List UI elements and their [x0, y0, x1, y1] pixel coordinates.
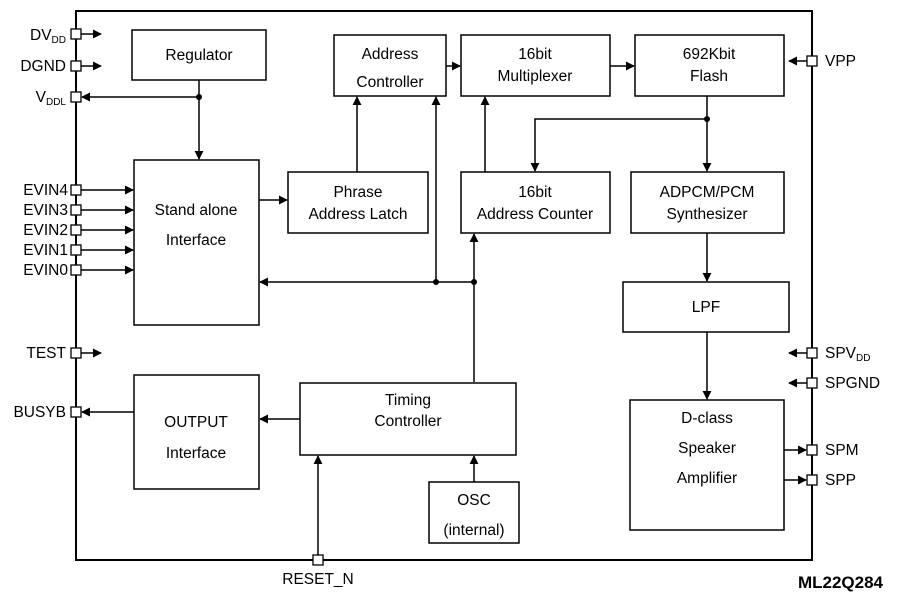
svg-text:Interface: Interface	[166, 232, 226, 249]
lpf-block: LPF	[622, 281, 790, 333]
pin-pads	[70, 28, 818, 566]
svg-text:Amplifier: Amplifier	[677, 470, 737, 487]
pin-evin2-label: EVIN2	[23, 222, 68, 239]
svg-text:Timing: Timing	[385, 392, 431, 409]
pin-evin0-label: EVIN0	[23, 262, 68, 279]
regulator-block: Regulator	[131, 29, 267, 81]
pin-spm-label: SPM	[825, 442, 859, 459]
svg-text:OSC: OSC	[457, 492, 491, 509]
output-interface-block: OUTPUT Interface	[133, 374, 260, 490]
part-number: ML22Q284	[798, 573, 884, 592]
osc-block: OSC (internal)	[428, 481, 520, 544]
standalone-interface-block: Stand alone Interface	[133, 159, 260, 326]
pin-busyb-label: BUSYB	[13, 404, 66, 421]
pin-evin3-label: EVIN3	[23, 202, 68, 219]
pin-spgnd-label: SPGND	[825, 375, 880, 392]
svg-text:692Kbit: 692Kbit	[683, 46, 736, 63]
pin-reset-n-label: RESET_N	[282, 571, 354, 588]
timing-controller-block: Timing Controller	[299, 382, 517, 456]
chip-boundary	[75, 10, 813, 561]
svg-text:OUTPUT: OUTPUT	[164, 414, 228, 431]
phrase-address-latch-block: Phrase Address Latch	[287, 171, 429, 234]
svg-text:Flash: Flash	[690, 68, 728, 85]
pin-spvdd-label: SPVDD	[825, 345, 870, 364]
svg-text:Controller: Controller	[374, 413, 441, 430]
pin-vddl-label: VDDL	[36, 89, 67, 108]
synthesizer-block: ADPCM/PCM Synthesizer	[630, 171, 785, 234]
svg-text:Synthesizer: Synthesizer	[667, 206, 748, 223]
external-arrows	[81, 29, 807, 388]
flash-block: 692Kbit Flash	[634, 34, 785, 97]
pin-spp-label: SPP	[825, 472, 856, 489]
svg-text:16bit: 16bit	[518, 46, 552, 63]
svg-text:Phrase: Phrase	[333, 184, 382, 201]
svg-text:LPF: LPF	[692, 299, 720, 316]
svg-text:(internal): (internal)	[443, 522, 504, 539]
pin-test-label: TEST	[26, 345, 66, 362]
address-controller-block: Address Controller	[333, 34, 447, 97]
pin-vpp-label: VPP	[825, 53, 856, 70]
svg-text:Interface: Interface	[166, 445, 226, 462]
svg-text:16bit: 16bit	[518, 184, 552, 201]
pin-labels: DVDD DGND VDDL EVIN4 EVIN3 EVIN2 EVIN1 E…	[13, 27, 880, 588]
address-counter-block: 16bit Address Counter	[460, 171, 611, 234]
pin-dgnd-label: DGND	[20, 58, 66, 75]
amplifier-block: D-class Speaker Amplifier	[629, 399, 785, 531]
svg-text:Multiplexer: Multiplexer	[498, 68, 573, 85]
multiplexer-block: 16bit Multiplexer	[460, 34, 611, 97]
svg-text:Address Latch: Address Latch	[308, 206, 407, 223]
pin-evin1-label: EVIN1	[23, 242, 68, 259]
svg-text:D-class: D-class	[681, 410, 733, 427]
svg-text:Controller: Controller	[356, 74, 423, 91]
svg-text:Address Counter: Address Counter	[477, 206, 593, 223]
pin-evin4-label: EVIN4	[23, 182, 68, 199]
svg-text:ADPCM/PCM: ADPCM/PCM	[660, 184, 755, 201]
svg-text:Regulator: Regulator	[165, 47, 232, 64]
svg-text:Speaker: Speaker	[678, 440, 736, 457]
internal-connections	[81, 61, 807, 555]
svg-text:Address: Address	[362, 46, 419, 63]
pin-dvdd-label: DVDD	[30, 27, 66, 46]
svg-text:Stand alone: Stand alone	[155, 202, 238, 219]
